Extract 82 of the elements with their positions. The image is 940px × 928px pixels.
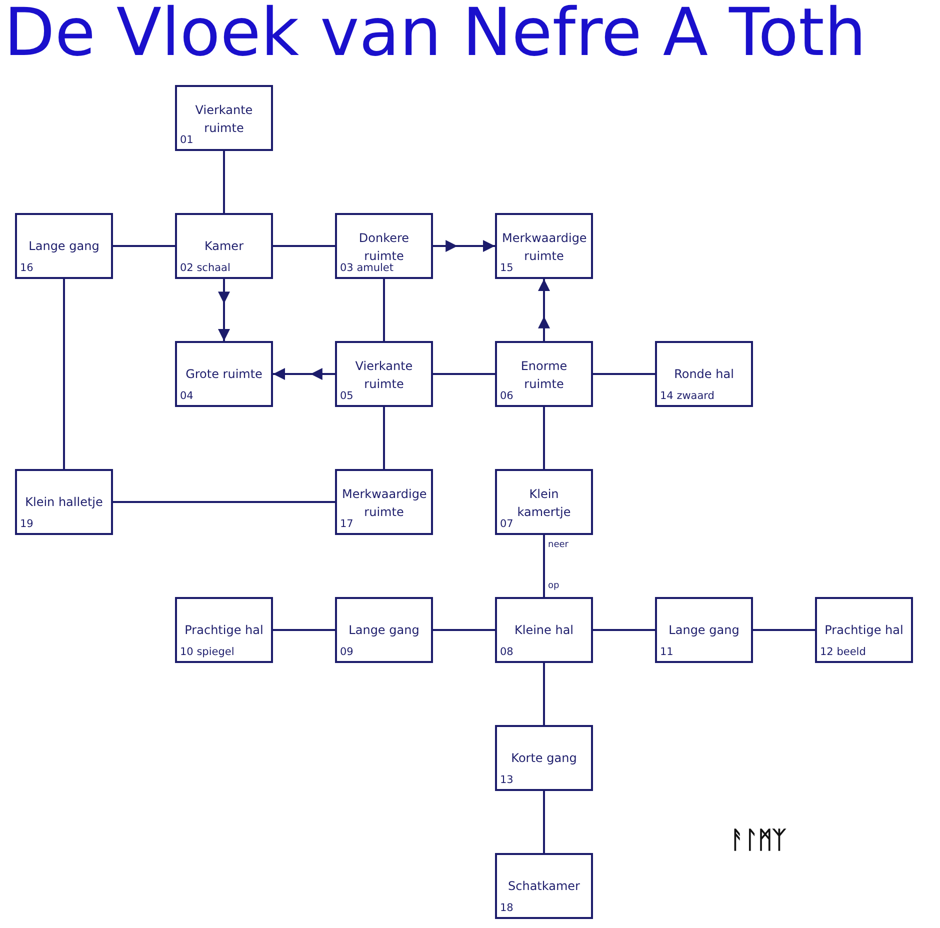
room-box — [175, 85, 273, 151]
room-box — [335, 213, 433, 279]
passage-line — [433, 373, 495, 375]
room-number: 02 schaal — [180, 262, 230, 274]
room-name: Lange gang — [348, 622, 420, 639]
room-name: Kleine hal — [513, 622, 574, 639]
room-name: Prachtige hal — [184, 622, 264, 639]
room-name: Enorme ruimte — [520, 358, 568, 393]
room-box — [15, 469, 113, 535]
room-name: Donkere ruimte — [358, 230, 410, 263]
passage-line — [543, 535, 545, 597]
room-box — [175, 341, 273, 407]
passage-line — [383, 407, 385, 469]
room-number: 10 spiegel — [180, 646, 234, 658]
room-name: Kamer — [203, 238, 245, 255]
room-box — [815, 597, 913, 663]
room-number: 19 — [20, 518, 34, 530]
one-way-arrow — [433, 240, 495, 252]
room-number: 12 beeld — [820, 646, 866, 658]
room-box — [655, 597, 753, 663]
passage-line — [383, 279, 385, 341]
passage-line — [593, 373, 655, 375]
room-box — [495, 469, 593, 535]
room-box — [335, 341, 433, 407]
room-number: 03 amulet — [340, 262, 394, 274]
room-number: 01 — [180, 134, 194, 146]
room-box — [495, 853, 593, 919]
passage-line — [273, 629, 335, 631]
passage-line — [753, 629, 815, 631]
room-name: Prachtige hal — [824, 622, 904, 639]
room-name: Korte gang — [510, 750, 578, 767]
room-number: 15 — [500, 262, 514, 274]
room-number: 08 — [500, 646, 514, 658]
room-name: Ronde hal — [673, 366, 735, 383]
room-name: Vierkante ruimte — [354, 358, 414, 393]
room-name: Schatkamer — [507, 878, 581, 895]
direction-label: op — [547, 581, 560, 591]
room-name: Vierkante ruimte — [194, 102, 254, 137]
room-number: 11 — [660, 646, 674, 658]
room-number: 16 — [20, 262, 34, 274]
room-name: Lange gang — [668, 622, 740, 639]
room-box — [495, 597, 593, 663]
rune-text: ᚨᛚᛗᛉ — [730, 826, 786, 854]
passage-line — [543, 663, 545, 725]
room-name: Grote ruimte — [184, 366, 264, 383]
room-box — [495, 725, 593, 791]
room-number: 04 — [180, 390, 194, 402]
room-number: 13 — [500, 774, 514, 786]
room-name: Merkwaardige ruimte — [342, 486, 426, 519]
one-way-arrow — [218, 279, 230, 341]
room-box — [335, 597, 433, 663]
room-number: 06 — [500, 390, 514, 402]
room-number: 09 — [340, 646, 354, 658]
passage-line — [543, 407, 545, 469]
passage-line — [113, 245, 175, 247]
room-box — [655, 341, 753, 407]
room-box — [175, 597, 273, 663]
room-number: 05 — [340, 390, 354, 402]
room-box — [335, 469, 433, 535]
one-way-arrow — [538, 279, 550, 341]
room-number: 14 zwaard — [660, 390, 714, 402]
passage-line — [113, 501, 335, 503]
room-number: 18 — [500, 902, 514, 914]
room-name: Klein halletje — [24, 494, 104, 511]
diagram-title: De Vloek van Nefre A Toth — [4, 0, 866, 71]
one-way-arrow — [273, 368, 335, 380]
passage-line — [433, 629, 495, 631]
room-number: 17 — [340, 518, 354, 530]
room-box — [495, 213, 593, 279]
room-name: Lange gang — [28, 238, 100, 255]
room-number: 07 — [500, 518, 514, 530]
passage-line — [273, 245, 335, 247]
room-name: Klein kamertje — [516, 486, 572, 521]
room-box — [15, 213, 113, 279]
room-box — [175, 213, 273, 279]
passage-line — [63, 279, 65, 469]
edge-label: neer — [547, 540, 570, 550]
room-name: Merkwaardige ruimte — [502, 230, 586, 263]
room-box — [495, 341, 593, 407]
passage-line — [543, 791, 545, 853]
passage-line — [593, 629, 655, 631]
passage-line — [223, 151, 225, 213]
